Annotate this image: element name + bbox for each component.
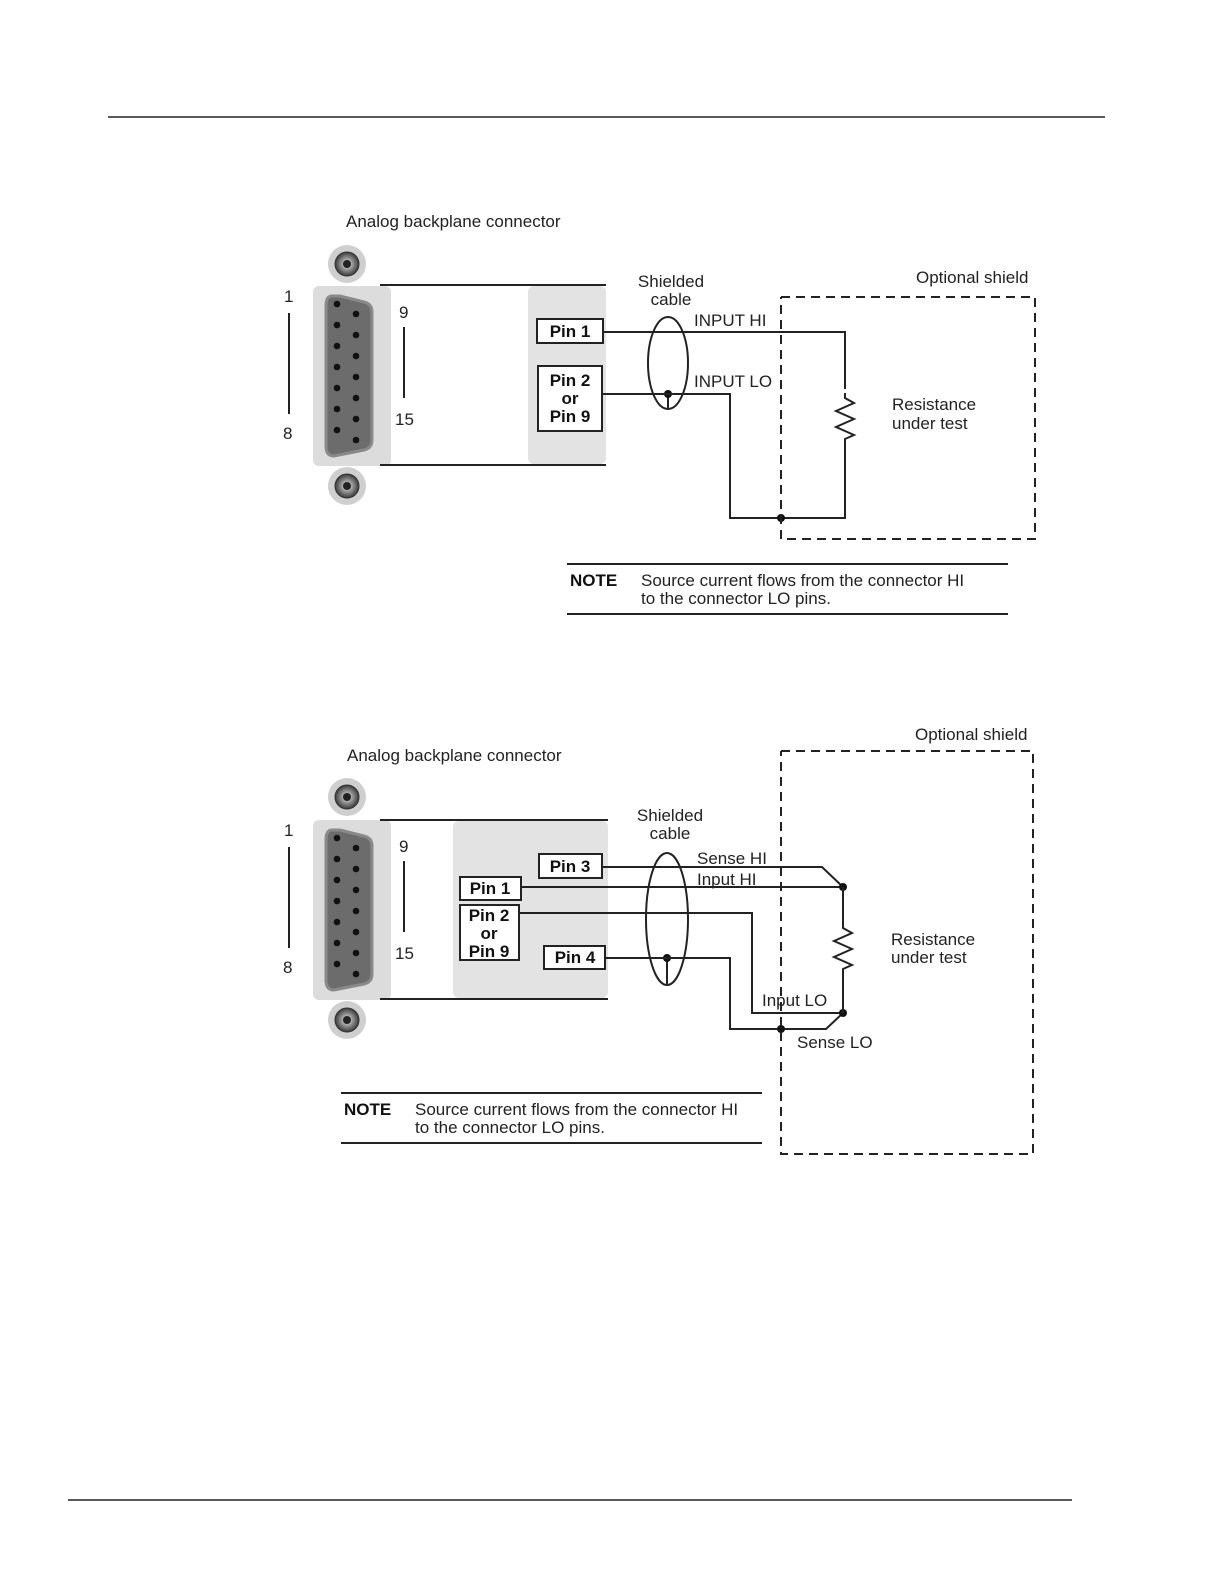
diagram-two-wire: Analog backplane connector 1 8 9: [283, 212, 1036, 615]
sense-hi-wire: [602, 866, 844, 888]
pin4-label: Pin 4: [555, 948, 596, 967]
input-hi-label: Input HI: [697, 870, 757, 889]
pin2-box: [459, 904, 520, 961]
ground-node: [777, 1025, 785, 1033]
pin-number-9: 9: [399, 303, 408, 322]
cable-label-line2: cable: [650, 824, 691, 843]
cable-label-line1: Shielded: [638, 272, 704, 291]
optional-shield-box: [780, 750, 1034, 1155]
pin-number-15: 15: [395, 410, 414, 429]
db15-connector-icon: [313, 778, 391, 1039]
input-lo-wire: [602, 393, 846, 519]
input-hi-label: INPUT HI: [694, 311, 766, 330]
shield-label: Optional shield: [916, 268, 1028, 287]
pin2-label-line3: Pin 9: [550, 407, 591, 426]
connector-label: Analog backplane connector: [347, 746, 562, 765]
pin1-box: [459, 876, 522, 901]
pin-number-1: 1: [284, 287, 293, 306]
pin1-label: Pin 1: [470, 879, 511, 898]
note-label: NOTE: [570, 571, 617, 590]
note-label: NOTE: [344, 1100, 391, 1119]
cable-label-line2: cable: [651, 290, 692, 309]
sense-lo-label: Sense LO: [797, 1033, 873, 1052]
pin-number-15: 15: [395, 944, 414, 963]
input-lo-label: INPUT LO: [694, 372, 772, 391]
note-line1: Source current flows from the connector …: [641, 571, 964, 590]
db15-connector-icon: [313, 245, 391, 505]
pin-number-8: 8: [283, 958, 292, 977]
note-line2: to the connector LO pins.: [641, 589, 831, 608]
screw-top-icon: [328, 778, 366, 816]
note-line2: to the connector LO pins.: [415, 1118, 605, 1137]
pin3-label: Pin 3: [550, 857, 591, 876]
input-hi-wire: [603, 331, 846, 392]
pin2-label-line2: or: [481, 924, 498, 943]
pin1-label: Pin 1: [550, 322, 591, 341]
diagram-four-wire: Analog backplane connector 1 8 9 1: [283, 725, 1034, 1155]
screw-top-icon: [328, 245, 366, 283]
pin-number-8: 8: [283, 424, 292, 443]
cable-label-line1: Shielded: [637, 806, 703, 825]
pin2-box: [537, 365, 603, 432]
pin-number-1: 1: [284, 821, 293, 840]
resistance-label-line2: under test: [891, 948, 967, 967]
pin2-label-line1: Pin 2: [550, 371, 591, 390]
resistance-label-line2: under test: [892, 414, 968, 433]
screw-bottom-icon: [328, 467, 366, 505]
screw-bottom-icon: [328, 1001, 366, 1039]
note-line1: Source current flows from the connector …: [415, 1100, 738, 1119]
sense-lo-wire: [605, 957, 844, 1030]
resistor-icon: [831, 922, 855, 976]
pin2-label-line1: Pin 2: [469, 906, 510, 925]
resistance-label-line1: Resistance: [892, 395, 976, 414]
shield-label: Optional shield: [915, 725, 1027, 744]
resistance-label-line1: Resistance: [891, 930, 975, 949]
pin1-box: [536, 318, 604, 344]
input-lo-label: Input LO: [762, 991, 827, 1010]
optional-shield-box: [780, 296, 1036, 540]
connector-label: Analog backplane connector: [346, 212, 561, 231]
sense-hi-label: Sense HI: [697, 849, 767, 868]
pin2-label-line2: or: [562, 389, 579, 408]
pin2-label-line3: Pin 9: [469, 942, 510, 961]
resistor-icon: [833, 392, 857, 444]
pin-number-9: 9: [399, 837, 408, 856]
input-lo-wire: [519, 912, 843, 1014]
